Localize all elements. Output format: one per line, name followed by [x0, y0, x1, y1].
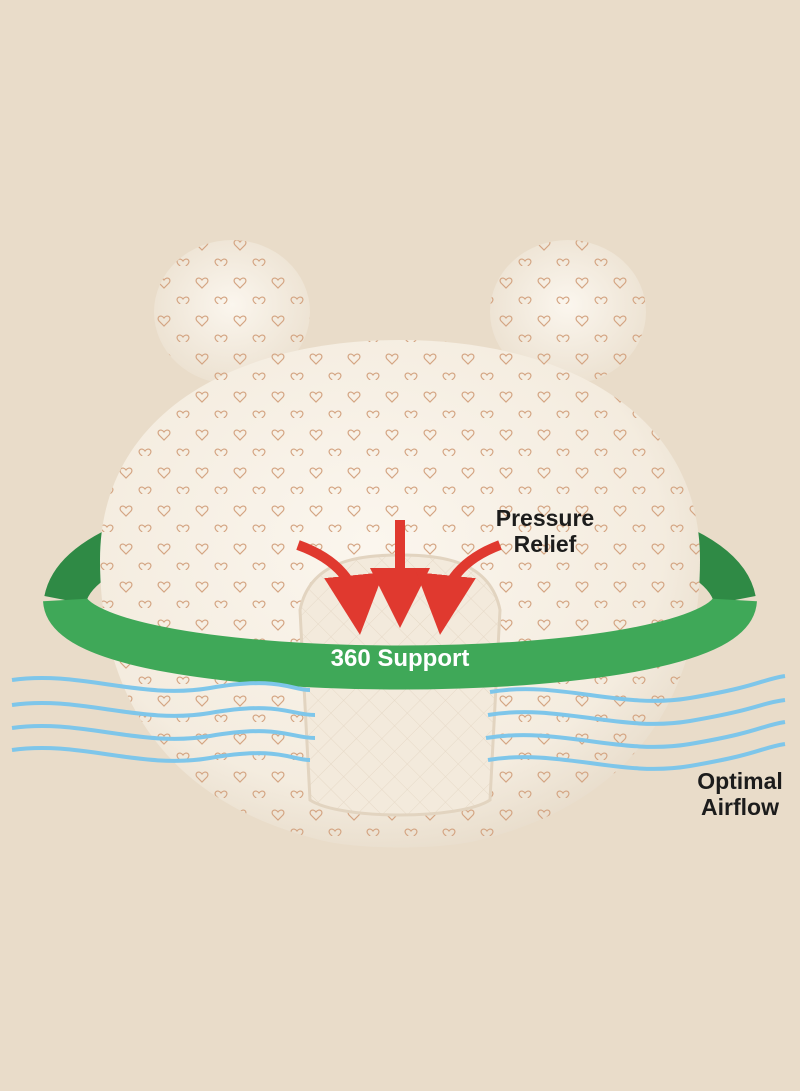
- optimal-airflow-line-2: Airflow: [701, 794, 779, 821]
- optimal-airflow-label: Optimal Airflow: [680, 768, 800, 821]
- pressure-relief-label: Pressure Relief: [470, 505, 620, 558]
- support-band: [43, 593, 757, 690]
- support-label-text: 360 Support: [330, 645, 470, 672]
- airflow-lines-right: [485, 674, 786, 771]
- pressure-relief-line-2: Relief: [513, 531, 577, 558]
- pressure-arrows: [296, 520, 502, 635]
- right-ear: [490, 240, 646, 384]
- pressure-relief-line-1: Pressure: [495, 505, 595, 531]
- optimal-airflow-line-1: Optimal: [697, 768, 783, 794]
- left-ear: [154, 240, 310, 384]
- airflow-lines-left: [11, 675, 316, 763]
- support-label: 360 Support: [270, 645, 530, 673]
